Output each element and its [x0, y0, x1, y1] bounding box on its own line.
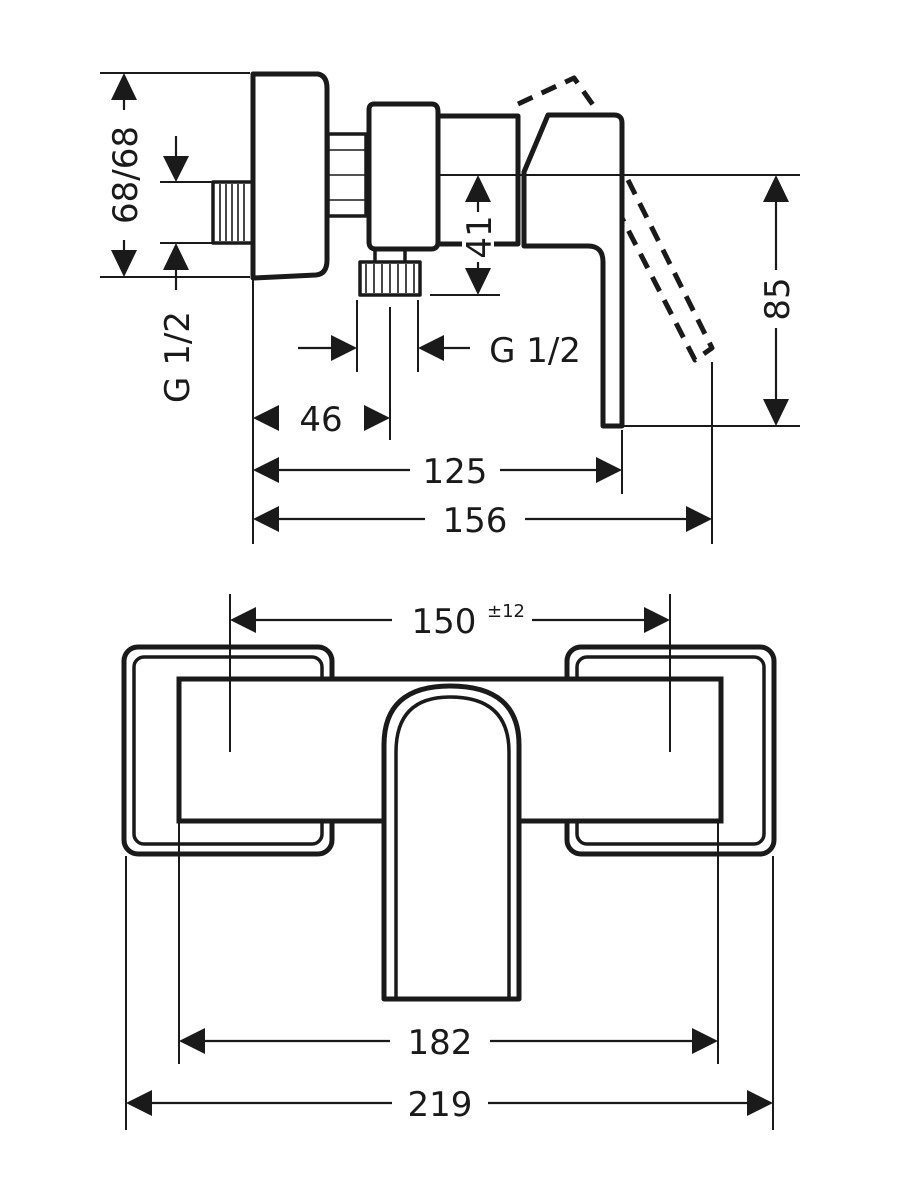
- dim-41-label: 41: [460, 215, 500, 258]
- valve-body: [366, 101, 441, 252]
- dim-85-label: 85: [758, 277, 798, 320]
- dim-182-label: 182: [408, 1023, 473, 1063]
- outlet-thread: [358, 249, 422, 297]
- inlet-thread: [211, 180, 255, 245]
- dim-85: 85: [758, 175, 798, 426]
- hex-nut: [326, 132, 368, 218]
- dim-68-68: 68/68: [106, 73, 146, 277]
- dim-inlet-thread-label: G 1/2: [158, 311, 198, 403]
- dim-outlet-thread-label: G 1/2: [489, 331, 581, 371]
- dim-outlet-thread: G 1/2: [298, 331, 581, 371]
- dim-68-68-label: 68/68: [106, 126, 146, 224]
- dim-182: 182: [179, 1023, 718, 1063]
- side-view: 68/68 G 1/2 41 85: [100, 71, 800, 544]
- front-view: 150 ±12 182 219: [121, 594, 777, 1130]
- lever-open-position: [516, 75, 715, 363]
- dim-46: 46: [253, 400, 390, 440]
- dim-46-label: 46: [299, 400, 342, 440]
- handle-front: [381, 683, 522, 1002]
- dim-219: 219: [126, 1085, 773, 1125]
- dim-156: 156: [253, 501, 712, 541]
- lever-handle: [521, 112, 625, 429]
- wall-flange: [250, 71, 330, 281]
- dim-156-label: 156: [443, 501, 508, 541]
- dim-150-tolerance: ±12: [487, 601, 525, 622]
- dim-150-label: 150: [412, 602, 477, 642]
- dim-219-label: 219: [408, 1085, 473, 1125]
- dim-41: 41: [460, 175, 500, 295]
- dim-125: 125: [253, 452, 622, 492]
- dim-125-label: 125: [423, 452, 488, 492]
- dim-inlet-thread: G 1/2: [158, 136, 198, 403]
- dim-150: 150 ±12: [230, 601, 670, 642]
